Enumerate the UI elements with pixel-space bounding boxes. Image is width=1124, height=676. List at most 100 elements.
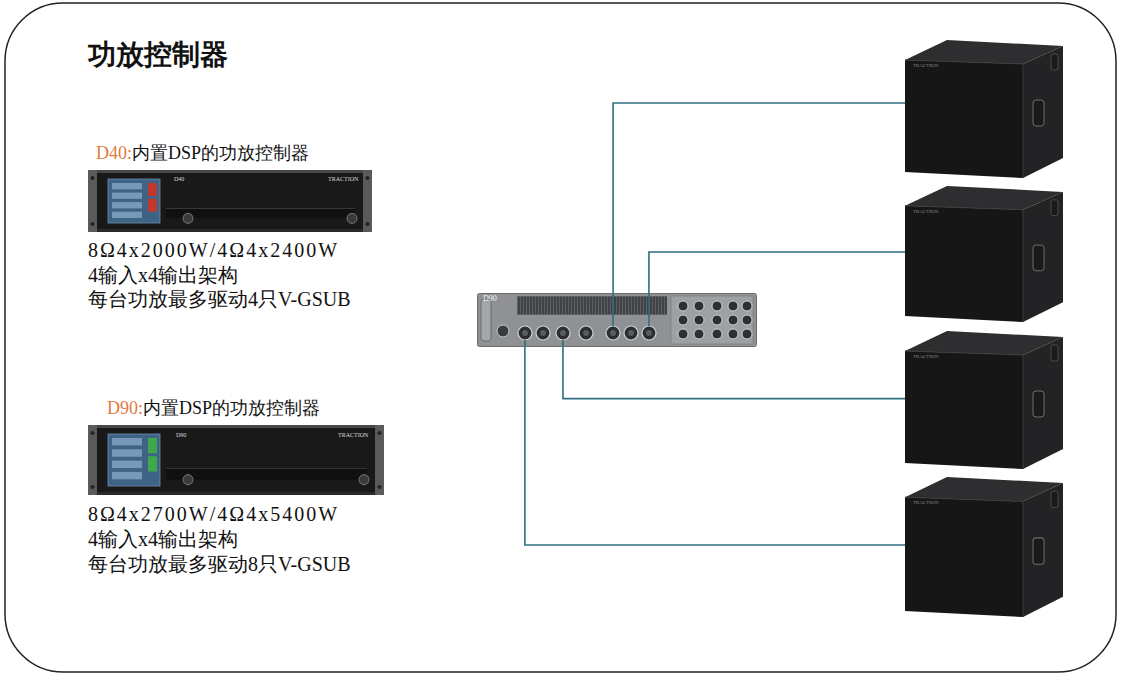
subwoofer-cabinet bbox=[905, 331, 1063, 469]
vent-slot bbox=[662, 297, 663, 314]
vent-slot bbox=[614, 297, 615, 314]
cabinet-edge bbox=[1023, 210, 1024, 322]
vent-slot bbox=[620, 297, 621, 314]
xlr-connector bbox=[712, 301, 722, 311]
vent-slot bbox=[518, 297, 519, 314]
brand-logo: TRACTION bbox=[913, 63, 938, 68]
text-line: 4输入x4输出架构 bbox=[88, 263, 238, 287]
vent-slot bbox=[590, 297, 591, 314]
vent-slot bbox=[644, 297, 645, 314]
speaker-cable bbox=[649, 252, 905, 293]
xlr-connector bbox=[712, 315, 722, 325]
front-face bbox=[97, 173, 363, 229]
cabinet-front bbox=[905, 206, 1023, 322]
xlr-connector bbox=[728, 329, 738, 339]
text-line: 8Ω4x2700W/4Ω4x5400W bbox=[88, 502, 339, 526]
text-line: TRACTION bbox=[913, 63, 938, 69]
subwoofer-speaker: TRACTION bbox=[905, 186, 1063, 322]
vent-grille bbox=[517, 296, 667, 315]
cabinet-front bbox=[905, 60, 1023, 178]
screen-row bbox=[112, 193, 142, 199]
subwoofer-speaker: TRACTION bbox=[905, 331, 1063, 469]
speakon-connector bbox=[624, 326, 638, 340]
vent-slot bbox=[542, 297, 543, 314]
rack-hole bbox=[366, 176, 370, 180]
text-line: D90 bbox=[483, 294, 497, 304]
handle bbox=[481, 299, 491, 341]
model-description: 内置DSP的功放控制器 bbox=[143, 398, 320, 418]
rack-hole bbox=[366, 222, 370, 226]
amplifier-d40: D40:内置DSP的功放控制器D40TRACTION8Ω4x2000W/4Ω4x… bbox=[88, 170, 372, 232]
front-band bbox=[166, 468, 367, 479]
vent-slot bbox=[584, 297, 585, 314]
speakon-core bbox=[583, 330, 589, 336]
speaker-cable bbox=[525, 347, 905, 545]
rack-hole bbox=[91, 431, 95, 435]
status-button bbox=[148, 456, 157, 471]
cabinet-edge bbox=[1023, 64, 1024, 178]
brand-logo: TRACTION bbox=[338, 432, 368, 438]
vent-slot bbox=[548, 297, 549, 314]
screen-row bbox=[112, 183, 142, 189]
speakon-core bbox=[522, 330, 528, 336]
rack-hole bbox=[91, 176, 95, 180]
vent-slot bbox=[596, 297, 597, 314]
drive-capacity: 每台功放最多驱动8只V-GSUB bbox=[88, 553, 351, 575]
front-band bbox=[166, 208, 355, 218]
text-line: D40 bbox=[174, 176, 184, 183]
text-line: TRACTION bbox=[913, 209, 938, 215]
text-line: 8Ω4x2000W/4Ω4x2400W bbox=[88, 238, 339, 262]
rack-ear bbox=[363, 170, 372, 232]
vent-slot bbox=[566, 297, 567, 314]
brand-logo: TRACTION bbox=[328, 176, 358, 182]
text-line: 每台功放最多驱动4只V-GSUB bbox=[88, 287, 351, 311]
cable-stub bbox=[648, 293, 650, 326]
brand-logo: TRACTION bbox=[913, 500, 938, 505]
screen-row bbox=[112, 202, 142, 208]
vent-slot bbox=[638, 297, 639, 314]
vent-slot bbox=[569, 297, 570, 314]
text-line: D90:内置DSP的功放控制器 bbox=[107, 398, 320, 420]
rack-hole bbox=[378, 485, 382, 489]
top-handle bbox=[1051, 200, 1058, 216]
screen-row bbox=[112, 212, 142, 218]
text-line: TRACTION bbox=[328, 176, 358, 183]
screen-row bbox=[112, 438, 142, 445]
top-handle bbox=[1051, 54, 1058, 70]
xlr-connector bbox=[742, 301, 752, 311]
rack-ear bbox=[88, 170, 97, 232]
xlr-connector bbox=[694, 315, 704, 325]
side-handle bbox=[1033, 538, 1044, 564]
cable-stub bbox=[562, 340, 564, 347]
vent-slot bbox=[575, 297, 576, 314]
cabinet-edge bbox=[1023, 501, 1024, 617]
speakon-core bbox=[610, 330, 616, 336]
vent-slot bbox=[533, 297, 534, 314]
vent-slot bbox=[599, 297, 600, 314]
subwoofer-cabinet bbox=[905, 477, 1063, 617]
power-spec: 8Ω4x2000W/4Ω4x2400W bbox=[88, 239, 339, 261]
vent-slot bbox=[623, 297, 624, 314]
top-handle bbox=[1051, 491, 1058, 507]
side-handle bbox=[1033, 245, 1044, 271]
vent-slot bbox=[659, 297, 660, 314]
vent-slot bbox=[551, 297, 552, 314]
vent-slot bbox=[632, 297, 633, 314]
io-spec: 4输入x4输出架构 bbox=[88, 528, 238, 550]
front-band-edge bbox=[166, 468, 367, 469]
xlr-connector bbox=[678, 329, 688, 339]
touch-screen bbox=[108, 434, 160, 486]
speakon-connector bbox=[518, 326, 532, 340]
touch-screen bbox=[108, 179, 160, 223]
side-handle bbox=[1033, 100, 1044, 126]
speakon-connector bbox=[536, 326, 550, 340]
vent-slot bbox=[593, 297, 594, 314]
vent-slot bbox=[665, 297, 666, 314]
power-spec: 8Ω4x2700W/4Ω4x5400W bbox=[88, 503, 339, 525]
screen-row bbox=[112, 449, 142, 456]
speakon-core bbox=[540, 330, 546, 336]
speakon-core bbox=[560, 330, 566, 336]
text-line: 每台功放最多驱动8只V-GSUB bbox=[88, 552, 351, 576]
